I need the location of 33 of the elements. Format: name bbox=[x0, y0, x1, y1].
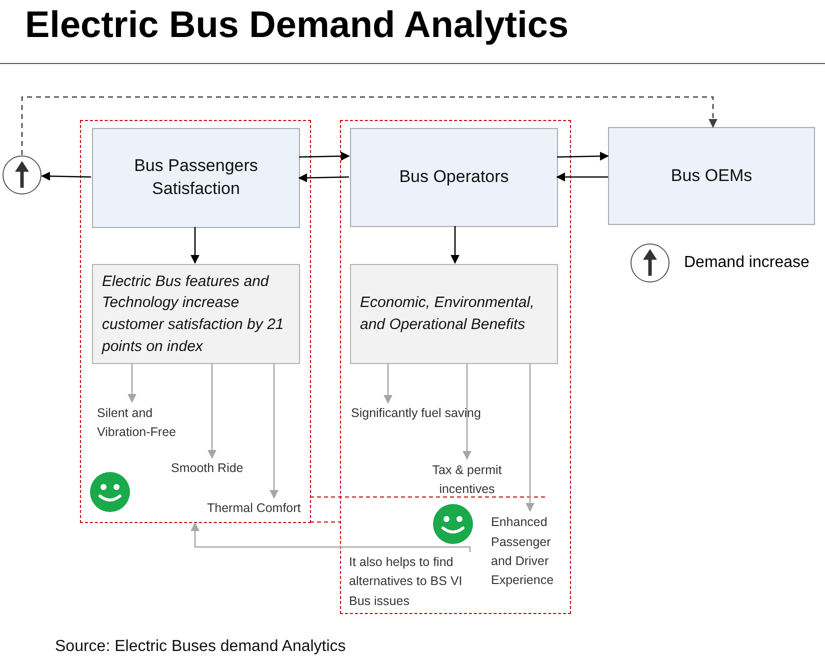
benefit-box: Electric Bus features and Technology increase customer satisfaction by 21 points on index bbox=[92, 264, 300, 364]
arrow bbox=[128, 363, 136, 403]
benefit-text: Thermal Comfort bbox=[207, 499, 307, 519]
legend-label: Demand increase bbox=[684, 254, 810, 272]
arrow bbox=[298, 152, 350, 161]
arrow bbox=[21, 96, 718, 155]
stakeholder-box: Bus OEMs bbox=[608, 127, 815, 225]
benefit-text: It also helps to find alternatives to BS VI Bus issues bbox=[349, 553, 477, 611]
arrow bbox=[190, 522, 471, 552]
arrow bbox=[450, 226, 460, 264]
source-caption: Source: Electric Buses demand Analytics bbox=[55, 638, 346, 656]
arrow bbox=[41, 172, 92, 181]
benefit-box: Economic, Environmental, and Operational Benefits bbox=[350, 264, 558, 364]
arrow bbox=[462, 363, 472, 460]
arrow bbox=[190, 227, 200, 264]
arrow bbox=[298, 173, 350, 182]
benefit-text: Smooth Ride bbox=[171, 459, 251, 479]
diagram-title: Electric Bus Demand Analytics bbox=[25, 4, 569, 46]
arrow bbox=[208, 363, 216, 459]
arrow bbox=[556, 172, 608, 182]
arrow bbox=[384, 363, 392, 404]
dashed-group-outline bbox=[80, 120, 311, 523]
benefit-text: Significantly fuel saving bbox=[351, 404, 491, 424]
benefit-text: Tax & permit incentives bbox=[419, 460, 515, 500]
stakeholder-box: Bus Passengers Satisfaction bbox=[92, 128, 300, 228]
demand-increase-icon bbox=[2, 155, 42, 195]
benefit-text: Enhanced Passenger and Driver Experience bbox=[491, 512, 567, 592]
dashed-group-outline bbox=[340, 120, 571, 614]
arrow bbox=[270, 363, 278, 499]
stakeholder-box: Bus Operators bbox=[350, 128, 558, 227]
benefit-text: Silent and Vibration-Free bbox=[97, 403, 197, 443]
arrow bbox=[526, 363, 534, 512]
arrow bbox=[556, 152, 609, 161]
